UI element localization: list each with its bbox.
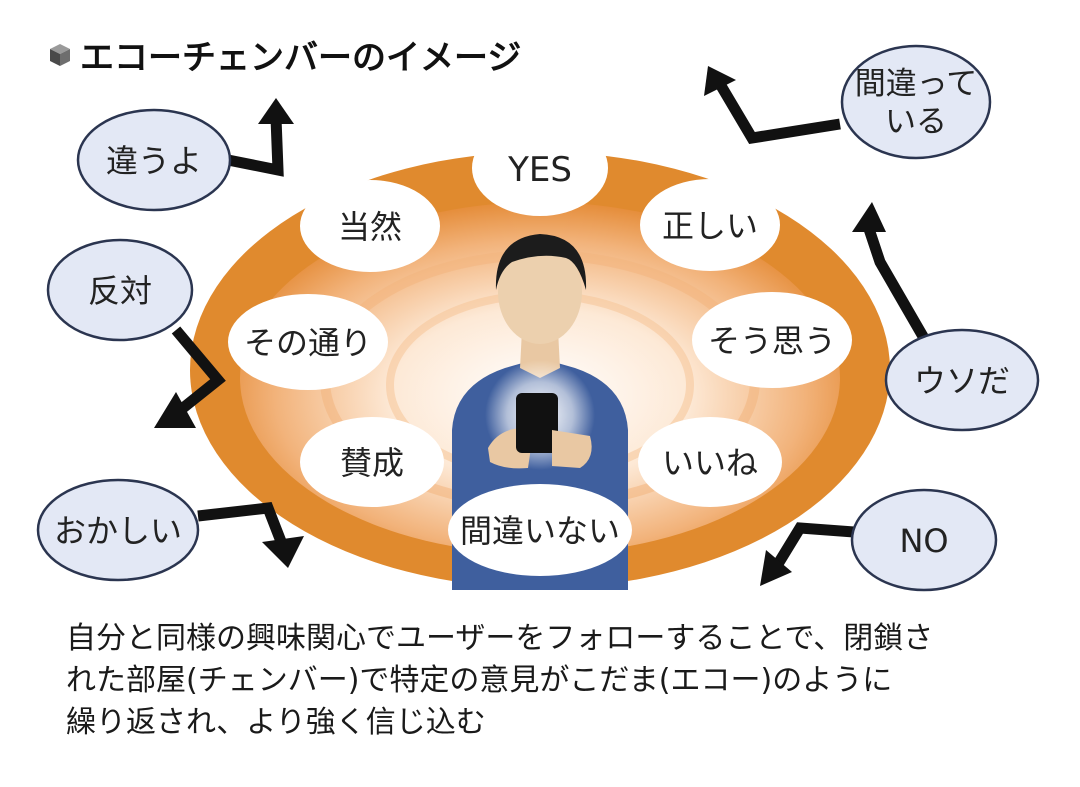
deflection-arrows xyxy=(154,66,937,586)
bubble-machigainai-label: 間違いない xyxy=(460,512,620,550)
bubble-no-label: NO xyxy=(899,522,948,560)
bubble-sou-omou-label: そう思う xyxy=(708,322,836,360)
bubble-touzen-label: 当然 xyxy=(338,208,402,246)
bubble-no: NO xyxy=(850,488,998,592)
bubble-yes-label: YES xyxy=(507,150,572,190)
bubble-machigatte-line1: 間違って xyxy=(855,66,977,102)
arrow-uso-da xyxy=(852,202,937,355)
arrow-chigau-yo xyxy=(226,98,294,177)
caption-line-1: 自分と同様の興味関心でユーザーをフォローすることで、閉鎖さ xyxy=(66,621,934,656)
bubble-uso-da: ウソだ xyxy=(884,328,1040,432)
bubble-iine-label: いいね xyxy=(662,444,758,482)
arrow-no xyxy=(760,522,855,586)
bubble-machigainai: 間違いない xyxy=(448,484,632,576)
bubble-tadashii: 正しい xyxy=(640,179,780,271)
bubble-hantai-label: 反対 xyxy=(88,272,152,310)
arrow-machigatte xyxy=(704,66,841,145)
bubble-sansei: 賛成 xyxy=(300,417,444,507)
bubble-sou-omou: そう思う xyxy=(692,292,852,388)
bubble-chigau-yo: 違うよ xyxy=(76,108,232,212)
inner-bubbles: YES 正しい そう思う いいね 間違いない 賛成 その通り 当然 xyxy=(228,120,852,576)
person-figure xyxy=(452,234,628,590)
person-hair xyxy=(495,234,587,290)
person-right-hand xyxy=(552,430,592,468)
bubble-machigatte-line2: いる xyxy=(885,104,947,140)
bubble-uso-da-label: ウソだ xyxy=(914,362,1010,400)
bubble-sansei-label: 賛成 xyxy=(340,444,404,482)
bubble-sono-toori: その通り xyxy=(228,294,388,390)
bubble-hantai: 反対 xyxy=(46,238,194,342)
bubble-machigatte-iru: 間違って いる xyxy=(840,44,992,160)
person-face xyxy=(498,240,582,344)
bubble-okashii: おかしい xyxy=(36,478,200,582)
bubble-sono-toori-label: その通り xyxy=(244,324,372,362)
bubble-chigau-yo-label: 違うよ xyxy=(106,142,202,180)
arrow-okashii xyxy=(197,502,304,568)
arrow-hantai xyxy=(154,326,226,428)
caption-line-2: れた部屋(チェンバー)で特定の意見がこだま(エコー)のように xyxy=(66,663,893,698)
bubble-okashii-label: おかしい xyxy=(54,512,182,550)
bubble-touzen: 当然 xyxy=(300,180,440,272)
smartphone-icon xyxy=(516,393,558,453)
outer-bubbles: 違うよ 反対 おかしい 間違って いる ウソだ NO xyxy=(36,44,1040,592)
caption-line-3: 繰り返され、より強く信じ込む xyxy=(66,705,486,740)
page-title: エコーチェンバーのイメージ xyxy=(80,38,522,78)
title-bar: エコーチェンバーのイメージ xyxy=(48,30,521,79)
caption: 自分と同様の興味関心でユーザーをフォローすることで、閉鎖さ れた部屋(チェンバー… xyxy=(66,618,1056,744)
bubble-iine: いいね xyxy=(638,417,782,507)
bubble-tadashii-label: 正しい xyxy=(662,207,758,245)
bubble-yes: YES xyxy=(472,120,608,216)
cube-icon xyxy=(50,43,70,66)
